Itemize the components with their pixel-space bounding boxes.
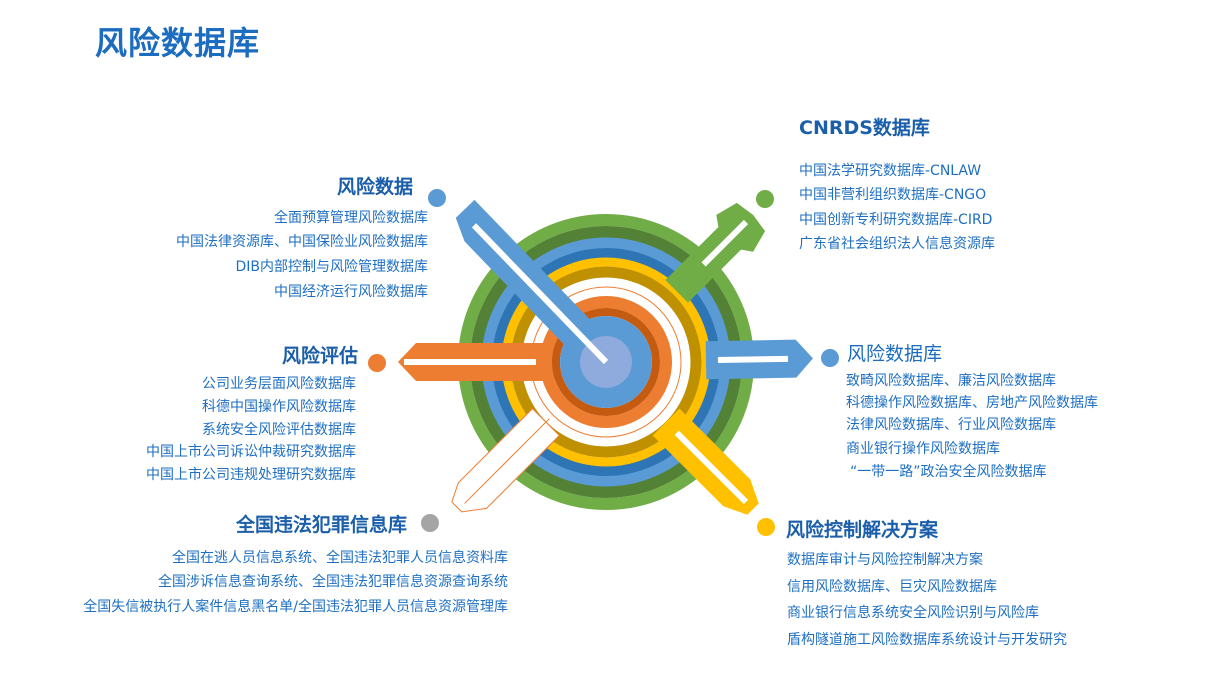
arrow-white-lower-left: [451, 407, 561, 513]
list-item: 商业银行操作风险数据库: [846, 441, 1000, 457]
list-item: 中国法律资源库、中国保险业风险数据库: [176, 234, 428, 250]
list-item: 盾构隧道施工风险数据库系统设计与开发研究: [787, 632, 1067, 648]
ring-orange: [540, 296, 672, 428]
list-item: 全国涉诉信息查询系统、全国违法犯罪信息资源查询系统: [158, 574, 508, 590]
group-title-risk-control: 风险控制解决方案: [786, 519, 939, 541]
list-item: 中国上市公司诉讼仲裁研究数据库: [146, 444, 356, 460]
arrow-orange-left: [398, 343, 556, 381]
page-title: 风险数据库: [95, 24, 261, 62]
list-item: “一带一路”政治安全风险数据库: [850, 464, 1047, 480]
group-title-cnrds: CNRDS数据库: [799, 117, 930, 139]
list-item: 全面预算管理风险数据库: [274, 210, 428, 226]
list-item: DIB内部控制与风险管理数据库: [235, 259, 428, 275]
group-title-risk-data: 风险数据: [336, 176, 413, 198]
list-item: 公司业务层面风险数据库: [202, 376, 356, 392]
dot-blue-icon: [428, 189, 446, 207]
list-item: 数据库审计与风险控制解决方案: [787, 552, 983, 568]
dot-orange-icon: [368, 354, 386, 372]
group-title-risk-db: 风险数据库: [847, 343, 943, 365]
list-item: 中国上市公司违规处理研究数据库: [146, 467, 356, 483]
list-item: 法律风险数据库、行业风险数据库: [846, 417, 1056, 433]
list-item: 信用风险数据库、巨灾风险数据库: [787, 579, 997, 595]
dot-gray-icon: [421, 514, 439, 532]
list-item: 中国非营利组织数据库-CNGO: [799, 187, 987, 203]
list-item: 系统安全风险评估数据库: [202, 422, 356, 438]
arrow-green-upper-right: [665, 202, 766, 303]
list-item: 致畸风险数据库、廉洁风险数据库: [846, 373, 1056, 389]
list-item: 中国经济运行风险数据库: [274, 284, 428, 300]
arrow-blue-right: [705, 339, 813, 380]
list-item: 全国在逃人员信息系统、全国违法犯罪人员信息资料库: [172, 550, 508, 566]
dot-green-icon: [756, 190, 774, 208]
group-title-crime-info: 全国违法犯罪信息库: [235, 514, 407, 536]
list-item: 科德中国操作风险数据库: [202, 399, 356, 415]
arrow-yellow-lower-right: [652, 408, 759, 515]
list-item: 商业银行信息系统安全风险识别与风险库: [787, 605, 1039, 621]
list-item: 广东省社会组织法人信息资源库: [799, 236, 995, 252]
list-item: 中国创新专利研究数据库-CIRD: [799, 212, 993, 228]
ring-orange-dark: [552, 308, 660, 416]
dot-yellow-icon: [757, 518, 775, 536]
list-item: 科德操作风险数据库、房地产风险数据库: [846, 395, 1098, 411]
group-title-risk-assessment: 风险评估: [281, 345, 358, 367]
arrow-blue-stripe: [471, 223, 609, 365]
list-item: 全国失信被执行人案件信息黑名单/全国违法犯罪人员信息资源管理库: [83, 599, 508, 615]
list-item: 中国法学研究数据库-CNLAW: [799, 163, 982, 179]
dot-blue-icon: [821, 349, 839, 367]
